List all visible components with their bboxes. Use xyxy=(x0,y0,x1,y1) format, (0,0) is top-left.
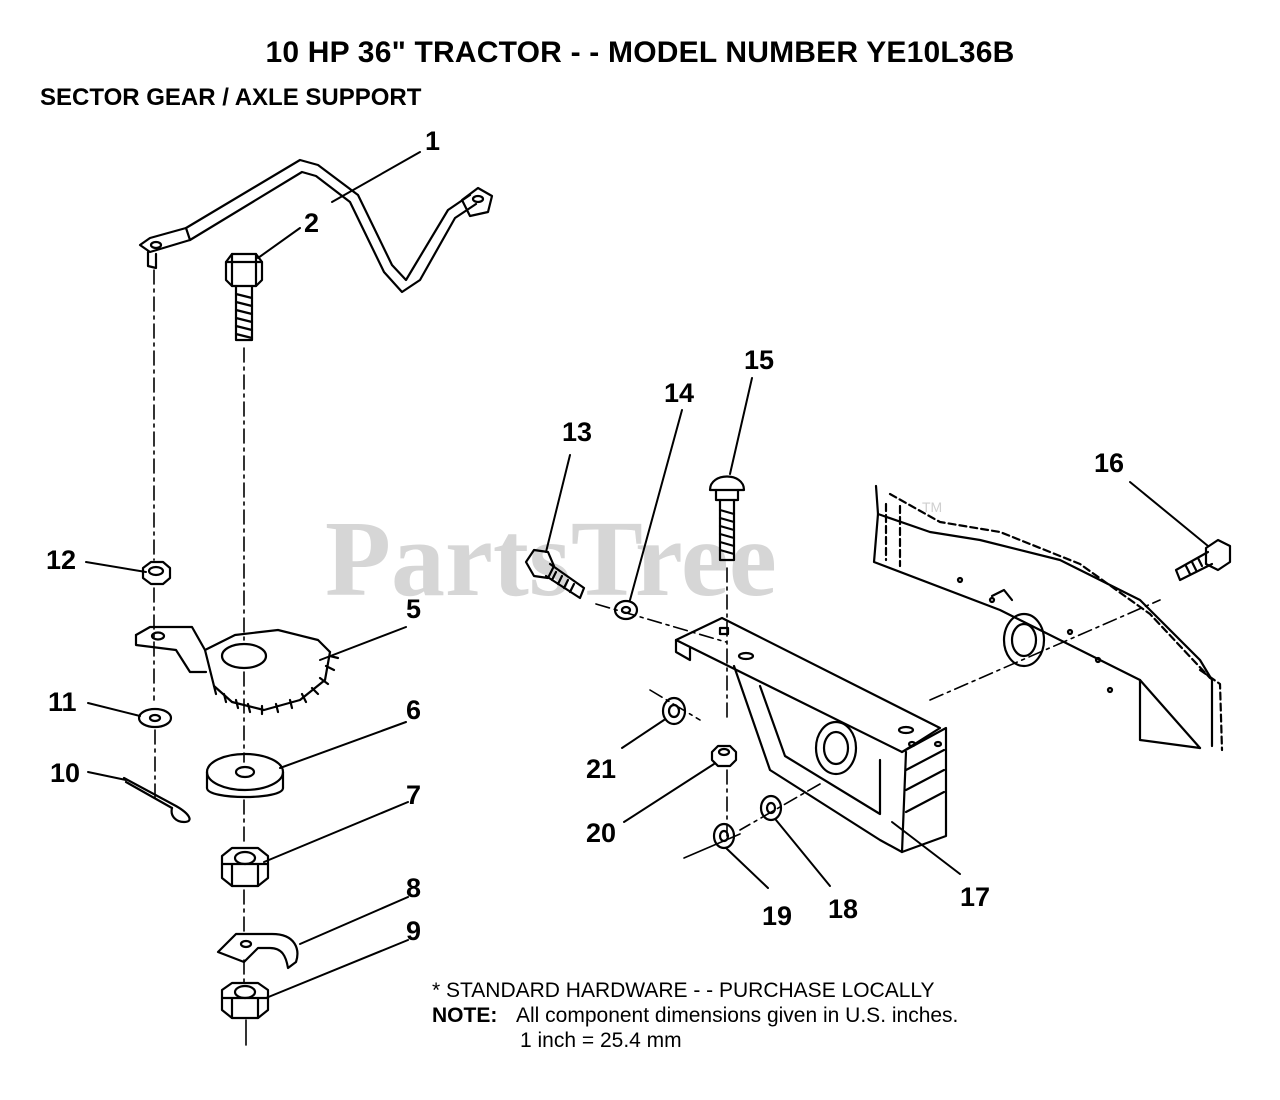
callout-1: 1 xyxy=(425,126,440,156)
dimension-note: NOTE: All component dimensions given in U… xyxy=(432,1003,958,1028)
callout-16: 16 xyxy=(1094,448,1124,478)
watermark-tm: TM xyxy=(922,499,942,515)
hex-nut-icon xyxy=(220,981,270,1020)
callout-7: 7 xyxy=(406,780,421,810)
hex-nut-icon xyxy=(710,744,738,768)
callout-12: 12 xyxy=(46,545,76,575)
callout-6: 6 xyxy=(406,695,421,725)
callout-11: 11 xyxy=(48,687,77,717)
callout-21: 21 xyxy=(586,754,616,784)
clip-icon xyxy=(216,932,299,970)
cotter-pin-icon xyxy=(122,776,191,824)
washer-icon xyxy=(137,707,173,729)
washer-icon xyxy=(205,752,285,799)
hex-bolt-icon xyxy=(1174,538,1232,582)
page-title: 10 HP 36" TRACTOR - - MODEL NUMBER YE10L… xyxy=(265,36,1015,69)
callout-10: 10 xyxy=(50,758,80,788)
standard-hardware-note: * STANDARD HARDWARE - - PURCHASE LOCALLY xyxy=(432,979,935,1002)
callout-9: 9 xyxy=(406,916,421,946)
callout-19: 19 xyxy=(762,901,792,931)
callout-18: 18 xyxy=(828,894,858,924)
callout-20: 20 xyxy=(586,818,616,848)
section-subtitle: SECTOR GEAR / AXLE SUPPORT xyxy=(40,84,422,111)
frame-icon xyxy=(872,484,1224,752)
hex-bolt-icon xyxy=(224,252,264,342)
callout-17: 17 xyxy=(960,882,990,912)
callout-5: 5 xyxy=(406,594,421,624)
callout-2: 2 xyxy=(304,208,319,238)
hex-bolt-icon xyxy=(524,548,586,600)
note-label: NOTE: xyxy=(432,1004,498,1027)
hex-nut-icon xyxy=(220,846,270,888)
notes-block: * STANDARD HARDWARE - - PURCHASE LOCALLY… xyxy=(432,978,958,1053)
callout-15: 15 xyxy=(744,345,774,375)
callout-13: 13 xyxy=(562,417,592,447)
carriage-bolt-icon xyxy=(708,475,746,562)
axle-support-bracket-icon xyxy=(674,616,948,854)
hex-nut-icon xyxy=(661,696,687,726)
callout-8: 8 xyxy=(406,873,421,903)
note-text: All component dimensions given in U.S. i… xyxy=(516,1004,959,1027)
drag-link-icon xyxy=(138,158,494,294)
callout-14: 14 xyxy=(664,378,694,408)
unit-conversion: 1 inch = 25.4 mm xyxy=(520,1029,682,1052)
sector-gear-icon xyxy=(134,625,340,716)
lock-nut-icon xyxy=(141,560,172,586)
